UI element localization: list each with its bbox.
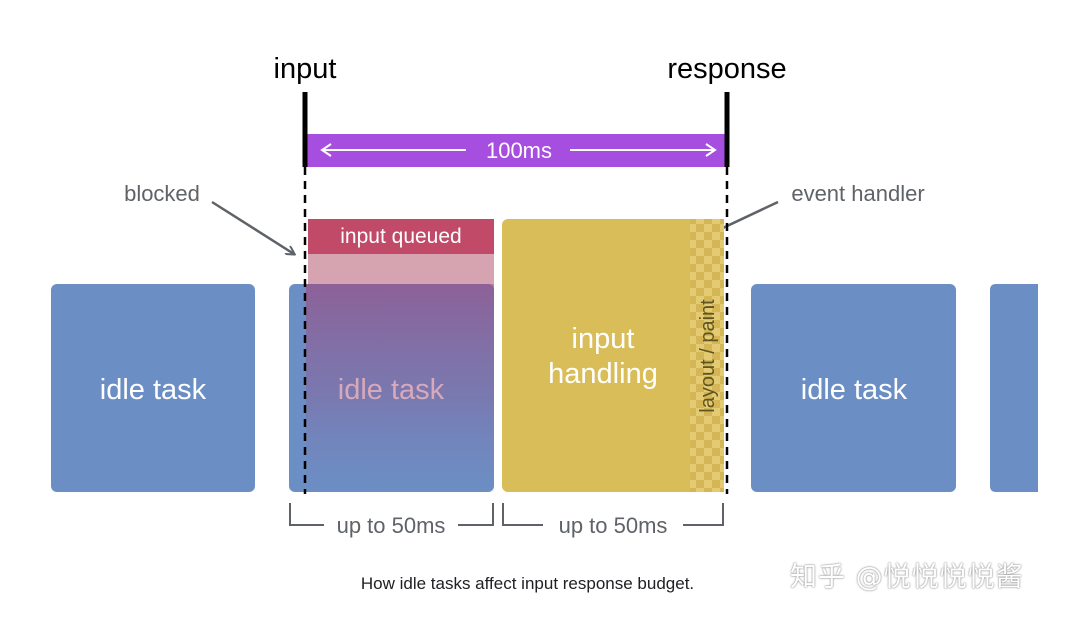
blocked-arrow (211, 200, 294, 254)
input-handling-label: input (572, 323, 635, 355)
bracket-right (502, 503, 724, 526)
idle-task-block (751, 284, 956, 492)
idle-task-label: idle task (801, 374, 908, 406)
input-handling-label: handling (548, 358, 658, 390)
input-queued-label: input queued (340, 225, 461, 248)
bracket-right-label: up to 50ms (559, 513, 668, 538)
event-handler-label: event handler (791, 181, 924, 206)
idle-task-label: idle task (100, 374, 207, 406)
response-label: response (667, 53, 786, 85)
idle-task-label: idle task (338, 374, 445, 406)
input-label: input (274, 53, 337, 85)
duration-label: 100ms (486, 138, 552, 163)
input-handling-block (502, 219, 724, 492)
blocked-label: blocked (124, 181, 200, 206)
input-queued-pending (308, 254, 494, 284)
duration-arrow-right (570, 143, 717, 157)
blocked-overlay (306, 284, 494, 492)
idle-task-block-partial (990, 284, 1038, 492)
bracket-left (289, 503, 494, 526)
input-queued-bar (308, 219, 494, 254)
layout-paint-label: layout / paint (697, 299, 719, 413)
bracket-left-label: up to 50ms (337, 513, 446, 538)
watermark: 知乎 @悦悦悦悦酱 (790, 562, 1024, 593)
idle-task-block (51, 284, 255, 492)
duration-arrow-left (320, 143, 466, 157)
figure-caption: How idle tasks affect input response bud… (360, 574, 695, 593)
layout-paint-block (690, 219, 724, 492)
